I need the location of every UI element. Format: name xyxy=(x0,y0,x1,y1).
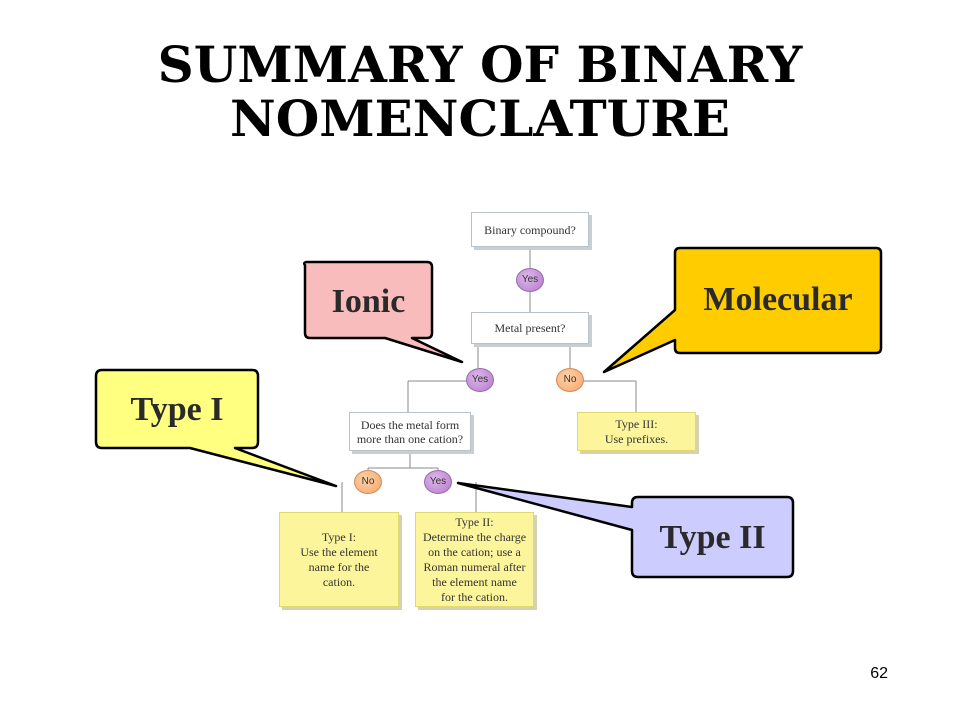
ionic-callout-label: Ionic xyxy=(331,283,406,320)
no-node-metal: No xyxy=(556,368,584,392)
metal-present-question: Metal present? xyxy=(471,312,589,344)
type2-answer-line-1: Type II: xyxy=(455,514,494,529)
type1-answer-line-1: Type I: xyxy=(321,529,357,544)
type2-callout-label: Type II xyxy=(659,519,766,556)
type2-answer-box: Type II: Determine the charge on the cat… xyxy=(415,512,534,607)
type1-callout-shape xyxy=(94,368,338,488)
slide-title-line-1: SUMMARY OF BINARY xyxy=(157,35,803,94)
type1-answer-line-3: name for the xyxy=(308,559,370,574)
ionic-callout-shape xyxy=(302,260,464,364)
yes-node-cation: Yes xyxy=(424,470,452,494)
type2-answer-line-6: for the cation. xyxy=(441,589,508,604)
molecular-callout-shape xyxy=(602,246,883,374)
type1-callout-label: Type I xyxy=(130,391,224,428)
type2-answer-line-4: Roman numeral after xyxy=(423,559,526,574)
type3-answer-box: Type III: Use prefixes. xyxy=(577,412,696,451)
type1-answer-line-4: cation. xyxy=(322,574,356,589)
multiple-cation-question-line-1: Does the metal form xyxy=(360,417,460,432)
metal-present-question-label: Metal present? xyxy=(494,321,566,335)
slide-title-line-2: NOMENCLATURE xyxy=(230,89,730,148)
type2-answer-line-3: on the cation; use a xyxy=(428,544,521,559)
binary-compound-question: Binary compound? xyxy=(471,212,589,247)
yes-node-metal: Yes xyxy=(466,368,494,392)
type1-answer-box: Type I: Use the element name for the cat… xyxy=(279,512,399,607)
type1-answer-line-2: Use the element xyxy=(300,544,378,559)
multiple-cation-question: Does the metal form more than one cation… xyxy=(349,412,471,451)
yes-node-binary: Yes xyxy=(516,268,544,292)
binary-compound-question-label: Binary compound? xyxy=(484,222,576,237)
type2-answer-line-2: Determine the charge xyxy=(422,529,527,544)
type2-callout-shape xyxy=(456,481,795,579)
multiple-cation-question-line-2: more than one cation? xyxy=(356,431,464,446)
molecular-callout-label: Molecular xyxy=(703,281,853,318)
no-node-cation: No xyxy=(354,470,382,494)
type2-answer-line-5: the element name xyxy=(432,574,517,589)
page-number: 62 xyxy=(870,665,888,682)
type3-answer-line-1: Type III: xyxy=(615,416,658,431)
type3-answer-line-2: Use prefixes. xyxy=(604,431,669,446)
